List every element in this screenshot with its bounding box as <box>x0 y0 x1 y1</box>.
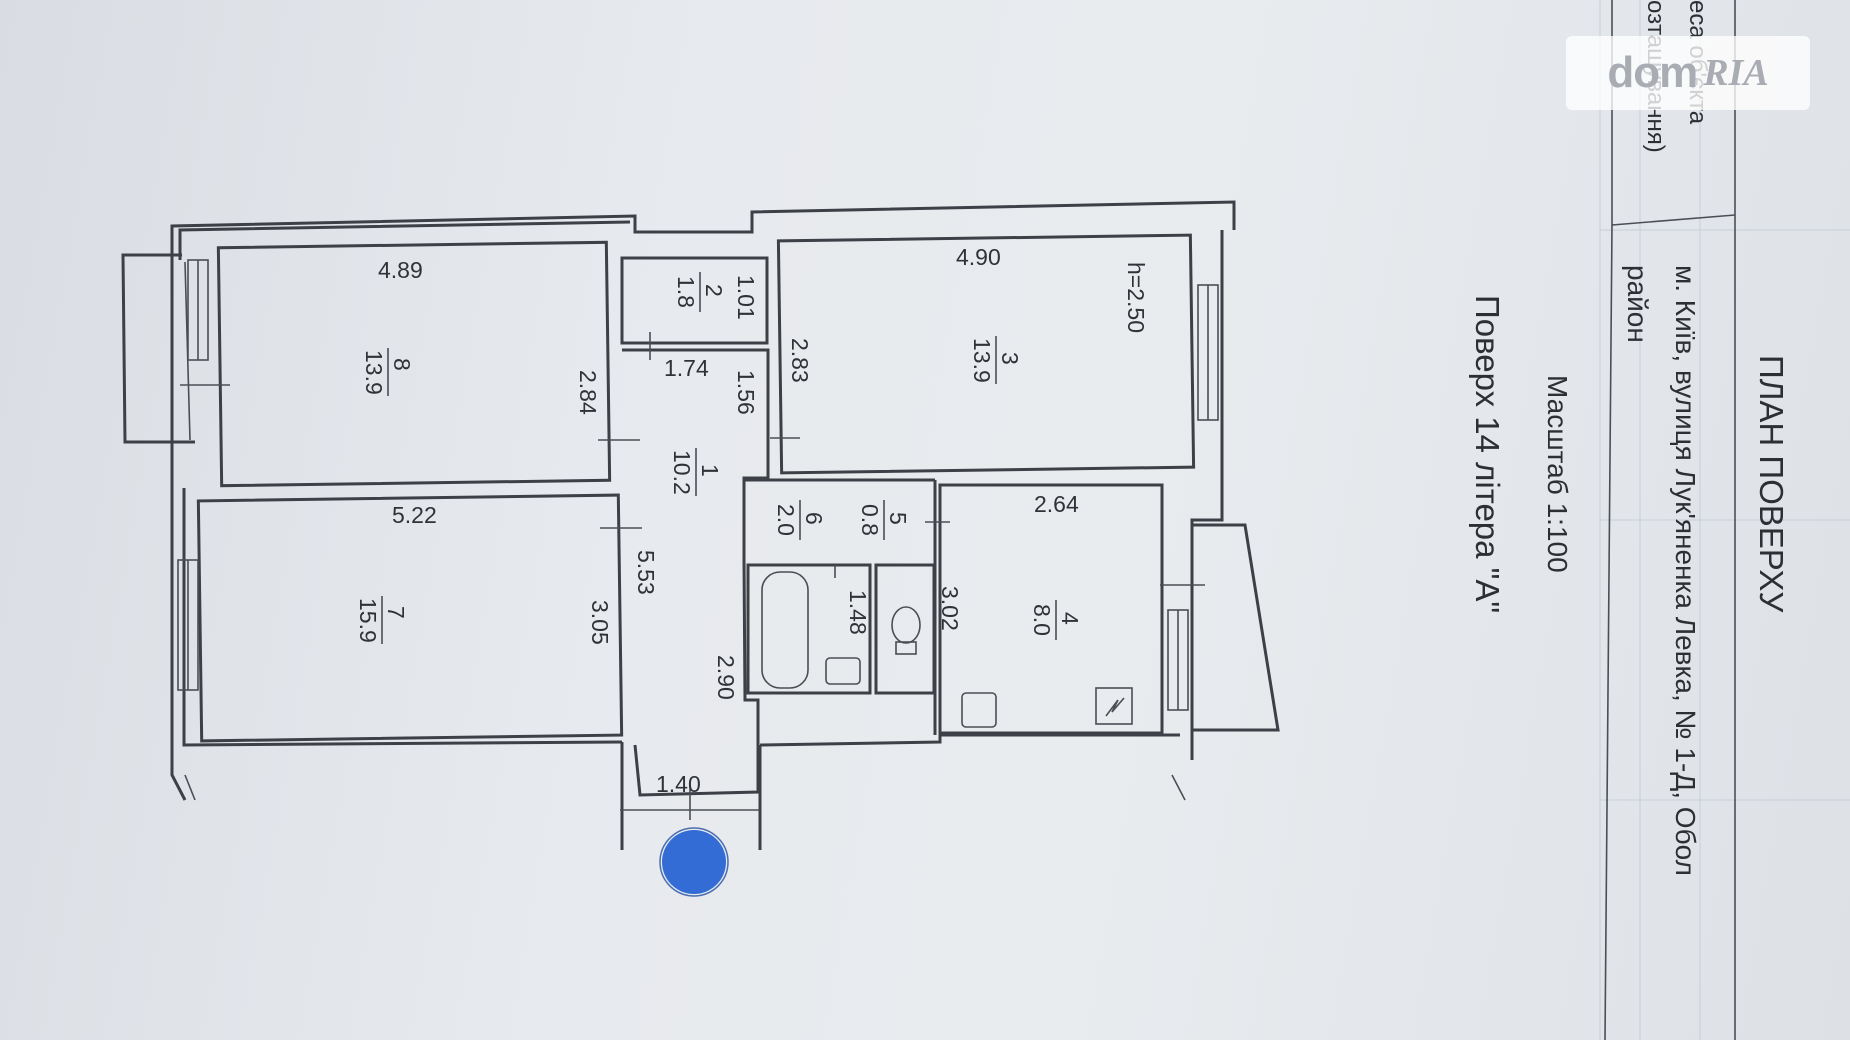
stove-symbol <box>1105 697 1125 717</box>
room-8-number: 8 <box>389 358 415 371</box>
toilet-tank <box>895 641 917 655</box>
page-title: ПЛАН ПОВЕРХУ <box>1753 355 1790 613</box>
dim-2-90: 2.90 <box>713 655 739 700</box>
dim-2-64: 2.64 <box>1034 491 1079 517</box>
watermark-dom: dom <box>1607 48 1698 97</box>
room-4-outline <box>938 483 1164 735</box>
room-4-label: 4 8.0 <box>1029 600 1083 640</box>
room-8-label: 8 13.9 <box>361 348 415 396</box>
toilet <box>891 606 921 644</box>
dim-4-89: 4.89 <box>378 257 423 283</box>
room-2-area: 1.8 <box>673 276 699 308</box>
room-2-outline <box>620 256 769 345</box>
dim-5-53: 5.53 <box>633 550 659 595</box>
room-3-area: 13.9 <box>969 338 995 383</box>
room-6-area: 2.0 <box>773 504 799 536</box>
room-7-number: 7 <box>383 606 409 619</box>
room-2-label: 2 1.8 <box>673 272 727 312</box>
room-5-area: 0.8 <box>857 504 883 536</box>
room-5-number: 5 <box>885 512 911 525</box>
watermark-logo: dom RIA <box>1566 36 1810 110</box>
ceiling-height: h=2.50 <box>1123 262 1149 333</box>
room-6-outline <box>746 563 872 695</box>
floor-label: Поверх 14 літера "А" <box>1469 295 1506 613</box>
address-line: м. Київ, вулиця Лук'яненка Левка, № 1-Д,… <box>1670 265 1701 876</box>
stove <box>1095 687 1133 725</box>
dim-2-84: 2.84 <box>575 370 601 415</box>
dim-3-02: 3.02 <box>937 586 963 631</box>
dim-5-22: 5.22 <box>392 502 437 528</box>
room-3-number: 3 <box>997 352 1023 365</box>
dim-1-40: 1.40 <box>656 771 701 797</box>
room-6-label: 6 2.0 <box>773 500 827 540</box>
room-3-outline <box>776 233 1196 475</box>
balcony-left <box>121 253 195 444</box>
room-1-area: 10.2 <box>669 450 695 495</box>
room-4-number: 4 <box>1057 612 1083 625</box>
dim-1-74: 1.74 <box>664 355 709 381</box>
dim-1-56: 1.56 <box>733 370 759 415</box>
dim-1-48: 1.48 <box>845 590 871 635</box>
district-label: район <box>1622 265 1653 343</box>
stamp-mark <box>662 830 726 894</box>
room-1-label: 1 10.2 <box>669 448 723 496</box>
room-8-area: 13.9 <box>361 350 387 395</box>
room-8-outline <box>216 240 612 488</box>
room-2-number: 2 <box>701 284 727 297</box>
dim-3-05: 3.05 <box>587 600 613 645</box>
room-7-outline <box>196 493 624 743</box>
sink-6 <box>825 657 861 685</box>
balcony-right <box>1192 523 1280 732</box>
kitchen-sink <box>961 692 997 728</box>
room-5-label: 5 0.8 <box>857 500 911 540</box>
room-6-number: 6 <box>801 512 827 525</box>
dim-2-83: 2.83 <box>787 338 813 383</box>
dim-1-01: 1.01 <box>733 275 759 320</box>
room-7-area: 15.9 <box>355 598 381 643</box>
room-1-number: 1 <box>697 464 723 477</box>
room-5-outline <box>874 563 936 695</box>
windows <box>177 259 1219 711</box>
bathtub <box>761 571 809 689</box>
door-marks <box>180 332 1205 820</box>
dim-4-90: 4.90 <box>956 244 1001 270</box>
room-4-area: 8.0 <box>1029 604 1055 636</box>
exterior-walls <box>170 200 1236 850</box>
watermark-ria: RIA <box>1703 52 1769 94</box>
room-7-label: 7 15.9 <box>355 596 409 644</box>
corridor-outline <box>622 348 770 797</box>
room-3-label: 3 13.9 <box>969 336 1023 384</box>
form-grid <box>1599 0 1850 1040</box>
stamp-ring <box>659 827 729 897</box>
scale-label: Масштаб 1:100 <box>1542 375 1573 573</box>
